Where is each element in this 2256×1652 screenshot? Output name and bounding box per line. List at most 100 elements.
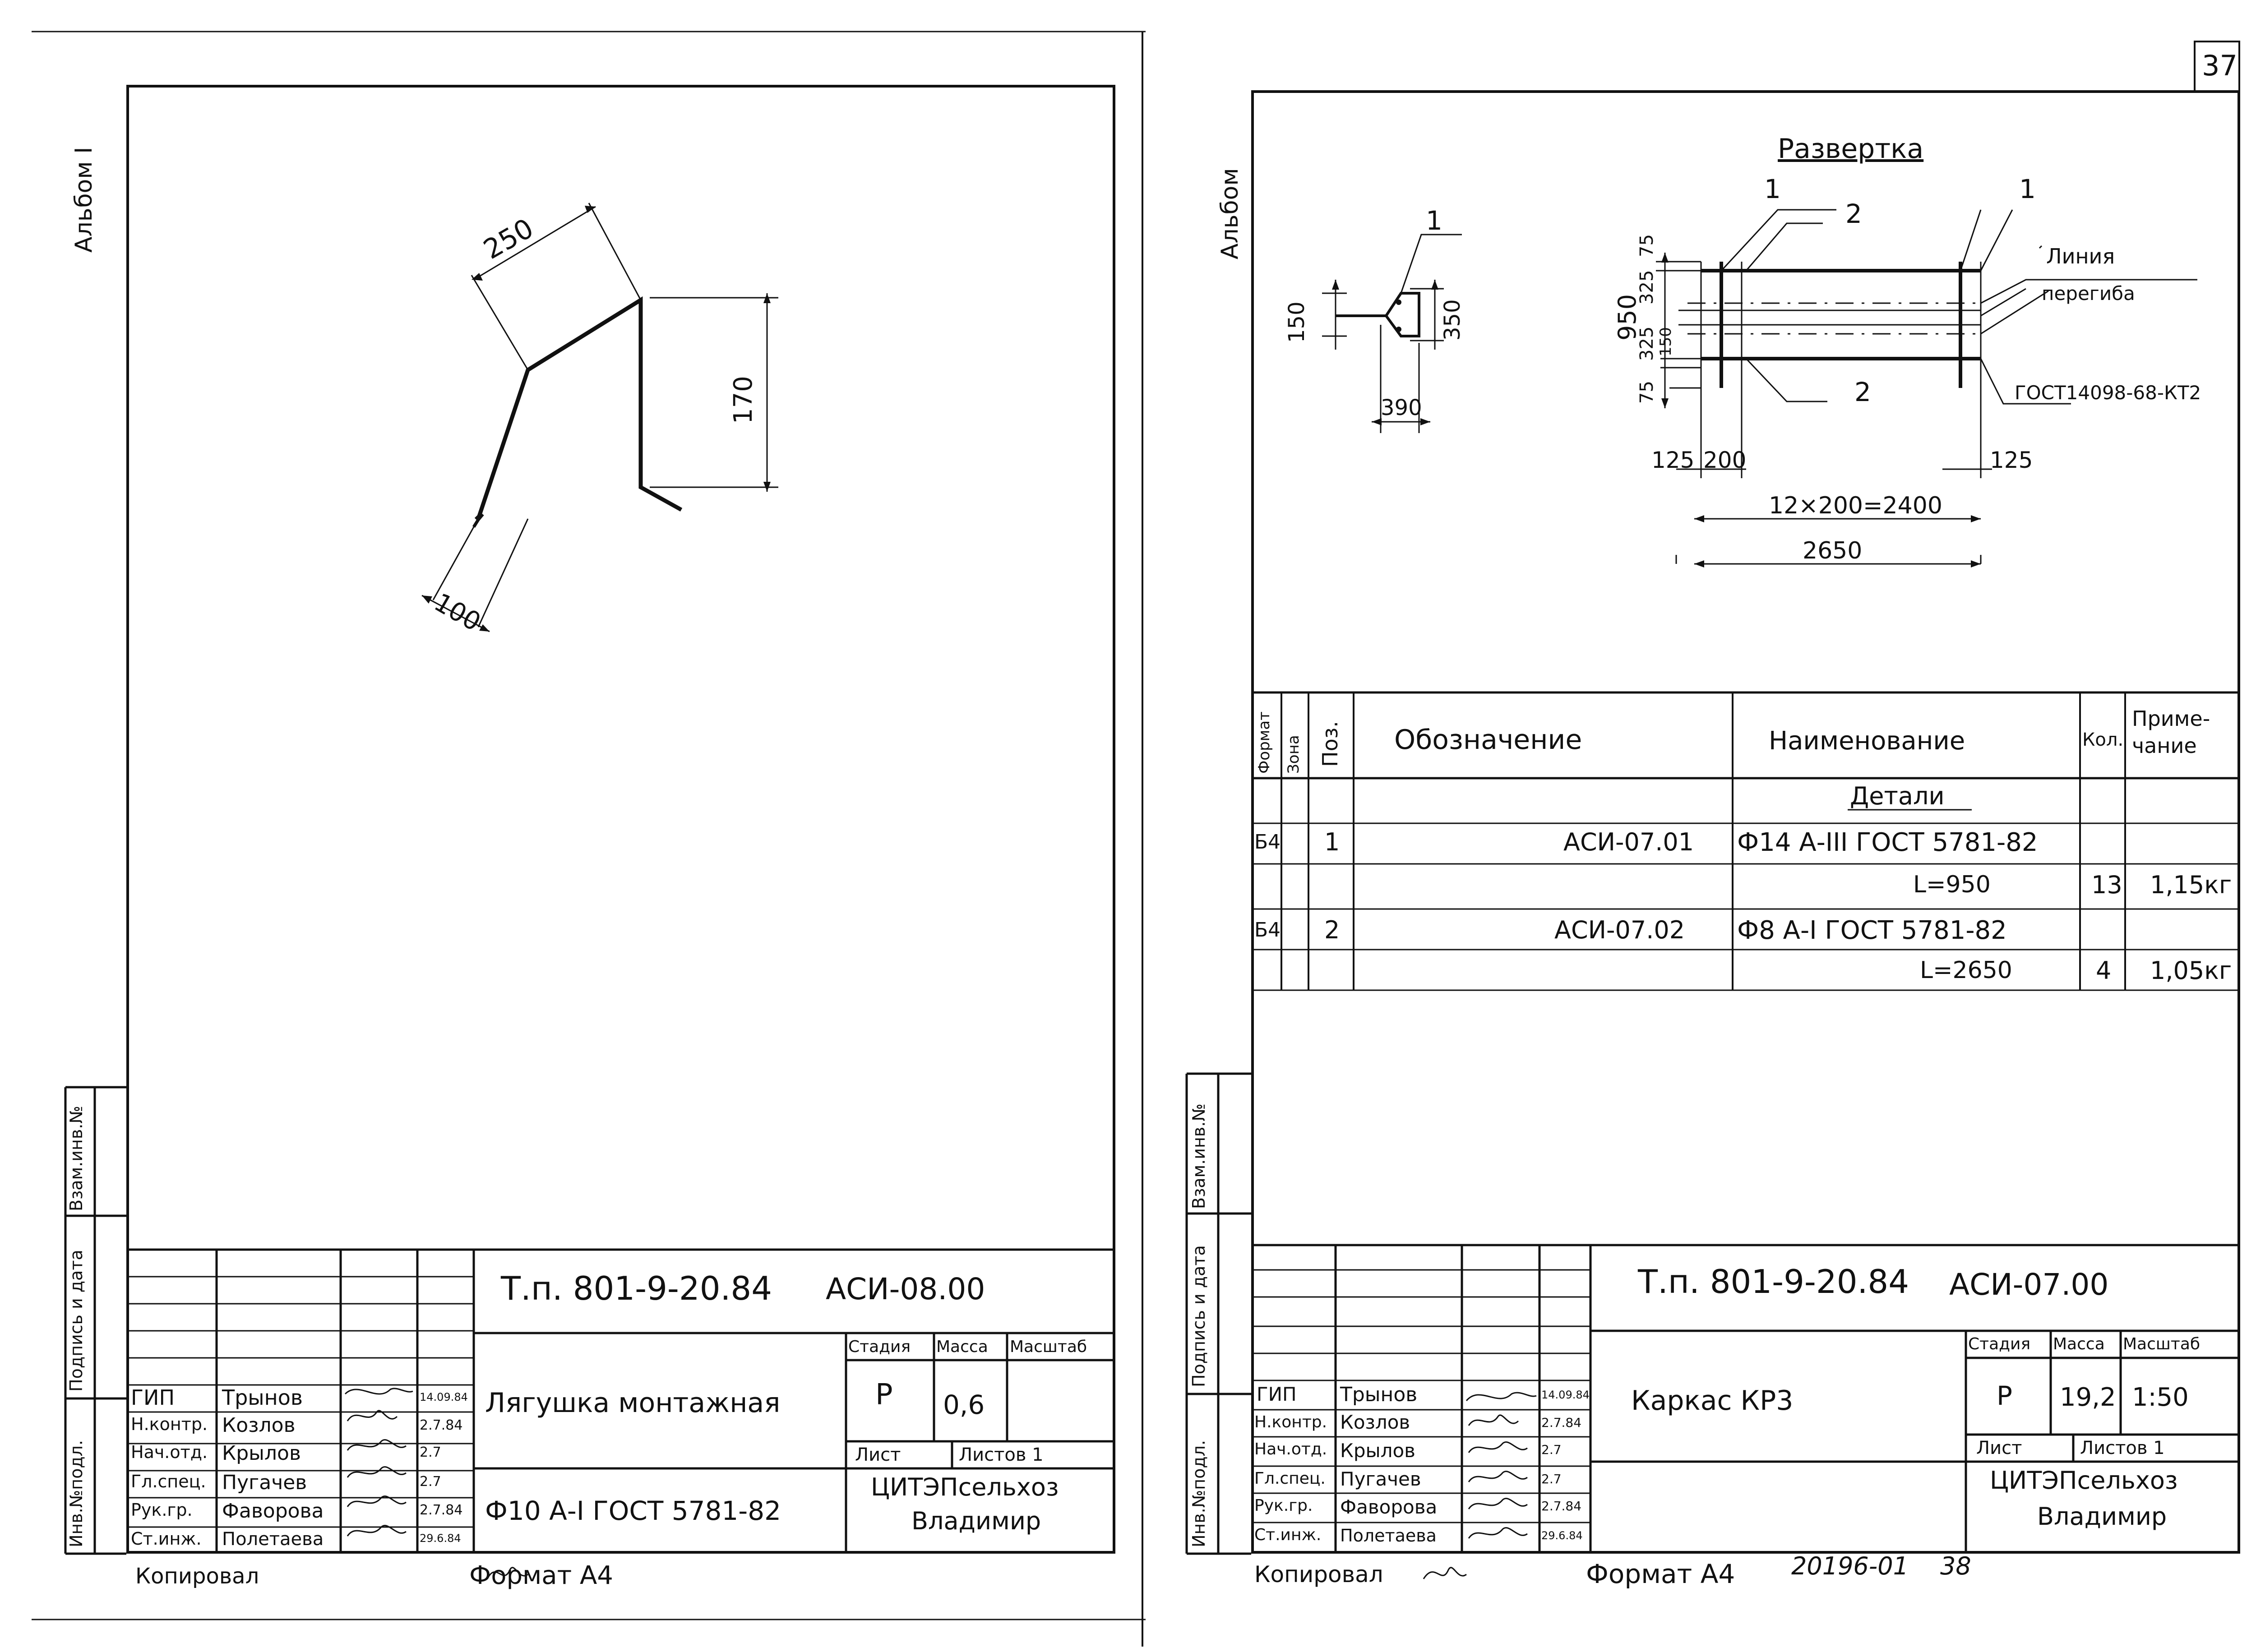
- dim-span: 12×200=2400: [1769, 492, 1942, 519]
- spec-row-1-qty: 13: [2091, 871, 2122, 899]
- format-label-right: Формат А4: [1586, 1559, 1735, 1589]
- spec-header-note-2: чание: [2132, 734, 2197, 758]
- dim-150-unfold: 150: [1657, 327, 1675, 356]
- left-drawing-lines: [32, 31, 1146, 1620]
- spec-row-1-format: Б4: [1254, 831, 1281, 854]
- unfold-title: Развертка: [1778, 133, 1924, 165]
- date-0: 14.09.84: [420, 1391, 468, 1403]
- name-trynov: Трынов: [222, 1385, 303, 1410]
- name-pugachev: Пугачев: [222, 1471, 307, 1494]
- sheet-label: Лист: [855, 1444, 901, 1465]
- date-3-right: 2.7: [1541, 1472, 1562, 1486]
- spec-row-2-note: 1,05кг: [2150, 956, 2232, 985]
- spec-header-code: Обозначение: [1394, 724, 1582, 756]
- dim-200: 200: [1703, 447, 1747, 473]
- role-rukgr: Рук.гр.: [131, 1500, 193, 1520]
- role-nkontr: Н.контр.: [131, 1414, 208, 1434]
- name-krylov: Крылов: [222, 1442, 301, 1465]
- stage-value: Р: [875, 1378, 893, 1412]
- date-5: 29.6.84: [420, 1532, 461, 1545]
- album-label: Альбом I: [70, 147, 97, 253]
- left-sheet: Альбом I 250 170 100 Инв.№подл. Подпись …: [32, 31, 1146, 1620]
- sheet-divider: [1142, 32, 1143, 1647]
- bend-line-label-1: Линия: [2046, 244, 2115, 268]
- archive-page: 38: [1940, 1552, 1971, 1580]
- mass-value: 0,6: [943, 1389, 985, 1420]
- date-1: 2.7.84: [420, 1417, 463, 1433]
- stage-value-right: Р: [1997, 1380, 2012, 1411]
- page-number-box: [2194, 41, 2240, 93]
- name-krylov-right: Крылов: [1340, 1440, 1415, 1462]
- org-name-right: ЦИТЭПсельхоз: [1990, 1466, 2178, 1495]
- role-nachotd: Нач.отд.: [131, 1442, 208, 1462]
- leader-2-top: 2: [1845, 198, 1862, 229]
- leader-1-right: 1: [2019, 174, 2036, 204]
- dim-75-bottom: 75: [1637, 381, 1657, 404]
- header-mass-right: Масса: [2053, 1335, 2105, 1353]
- album-label-right: Альбом: [1216, 168, 1244, 259]
- dim-150-section: 150: [1284, 301, 1309, 343]
- dim-325-bottom: 325: [1637, 326, 1657, 361]
- role-rukgr-right: Рук.гр.: [1254, 1496, 1313, 1515]
- spec-header-format: Формат: [1255, 711, 1273, 774]
- header-mass: Масса: [936, 1338, 988, 1356]
- date-4: 2.7.84: [420, 1502, 463, 1518]
- org-name: ЦИТЭПсельхоз: [871, 1473, 1059, 1501]
- role-glspec-right: Гл.спец.: [1254, 1469, 1326, 1488]
- side-label-inv-right: Инв.№подл.: [1189, 1440, 1209, 1547]
- role-nachotd-right: Нач.отд.: [1254, 1440, 1327, 1458]
- spec-row-2-code: АСИ-07.02: [1554, 916, 1685, 944]
- scale-value-right: 1:50: [2132, 1383, 2189, 1412]
- spec-row-1-name: Ф14 А-III ГОСТ 5781-82: [1737, 828, 2038, 857]
- date-3: 2.7: [420, 1474, 441, 1490]
- date-1-right: 2.7.84: [1541, 1415, 1582, 1430]
- date-0-right: 14.09.84: [1541, 1389, 1590, 1401]
- side-label-signature: Подпись и дата: [66, 1250, 86, 1392]
- bend-line-label-2: перегиба: [2042, 282, 2135, 305]
- org-city: Владимир: [911, 1507, 1041, 1535]
- spec-row-1-note: 1,15кг: [2150, 871, 2232, 899]
- name-poletaeva-right: Полетаева: [1340, 1526, 1437, 1546]
- org-city-right: Владимир: [2037, 1502, 2167, 1531]
- name-favorova: Фаворова: [222, 1500, 324, 1523]
- spec-row-1-length: L=950: [1913, 871, 1991, 898]
- doc-code: Т.п. 801-9-20.84: [501, 1269, 772, 1307]
- role-stinzh: Ст.инж.: [131, 1529, 202, 1549]
- dim-325-top: 325: [1637, 270, 1657, 305]
- right-drawing-lines: [1185, 209, 2240, 1579]
- sheet-label-right: Лист: [1976, 1438, 2022, 1458]
- spec-header-note-1: Приме-: [2132, 706, 2210, 731]
- dim-125-left: 125: [1651, 447, 1695, 473]
- side-label-vzam-right: Взам.инв.№: [1189, 1103, 1209, 1209]
- dim-390-section: 390: [1381, 395, 1422, 420]
- role-glspec: Гл.спец.: [131, 1472, 206, 1491]
- leader-1-section: 1: [1426, 205, 1442, 236]
- spec-row-2-format: Б4: [1254, 918, 1281, 941]
- header-scale: Масштаб: [1010, 1338, 1087, 1356]
- frog-part: [476, 296, 683, 520]
- copied-label: Копировал: [135, 1564, 259, 1589]
- date-4-right: 2.7.84: [1541, 1499, 1582, 1514]
- drawing-title-right: Каркас КР3: [1631, 1385, 1794, 1417]
- name-trynov-right: Трынов: [1340, 1383, 1418, 1406]
- dim-125-right: 125: [1990, 447, 2033, 473]
- spec-header-pos: Поз.: [1318, 721, 1342, 767]
- spec-section-details: Детали: [1850, 782, 1945, 810]
- doc-code-right: Т.п. 801-9-20.84: [1638, 1263, 1909, 1301]
- header-stage: Стадия: [848, 1338, 911, 1356]
- role-stinzh-right: Ст.инж.: [1254, 1526, 1322, 1544]
- dim-2650: 2650: [1803, 537, 1863, 564]
- dim-75-top: 75: [1637, 234, 1657, 257]
- side-label-inv: Инв.№подл.: [66, 1440, 86, 1547]
- side-label-vzam: Взам.инв.№: [66, 1106, 86, 1211]
- name-favorova-right: Фаворова: [1340, 1496, 1438, 1518]
- weld-gost: ГОСТ14098-68-КТ2: [2015, 382, 2201, 404]
- spec-row-2-qty: 4: [2096, 956, 2112, 985]
- material-spec: Ф10 А-I ГОСТ 5781-82: [485, 1495, 781, 1526]
- side-label-signature-right: Подпись и дата: [1189, 1245, 1209, 1387]
- doc-mark: АСИ-08.00: [826, 1272, 985, 1306]
- spec-header-qty: Кол.: [2082, 729, 2124, 750]
- drawing-title: Лягушка монтажная: [485, 1387, 781, 1419]
- sheets-label-right: Листов 1: [2080, 1438, 2165, 1458]
- left-drawing-frame: [126, 85, 1115, 1554]
